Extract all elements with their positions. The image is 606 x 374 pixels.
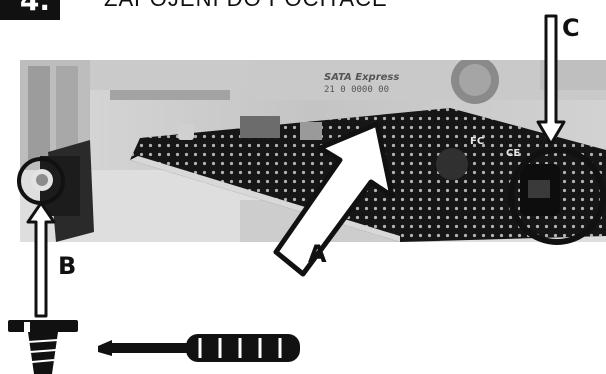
step-number-badge: 4. bbox=[0, 0, 60, 20]
page-title: ZAPOJENÍ DO POČÍTAČE bbox=[104, 0, 388, 12]
screwdriver-icon bbox=[98, 334, 300, 362]
photo-drawing: SATA Express 21 0 0000 00 FC CE bbox=[20, 60, 606, 242]
board-screw bbox=[178, 124, 194, 140]
fcc-mark: FC bbox=[470, 136, 484, 147]
screw-icon bbox=[8, 320, 78, 374]
label-a: A bbox=[308, 240, 327, 268]
sata-code-label: 21 0 0000 00 bbox=[324, 85, 389, 95]
installation-photo: SATA Express 21 0 0000 00 FC CE bbox=[20, 60, 606, 242]
header: 4. ZAPOJENÍ DO POČÍTAČE bbox=[0, 0, 606, 20]
ce-mark: CE bbox=[506, 148, 520, 159]
label-b: B bbox=[58, 252, 76, 280]
board-chip bbox=[436, 148, 468, 180]
board-component bbox=[240, 116, 280, 138]
label-c: C bbox=[562, 14, 580, 42]
sata-express-label: SATA Express bbox=[324, 72, 399, 83]
